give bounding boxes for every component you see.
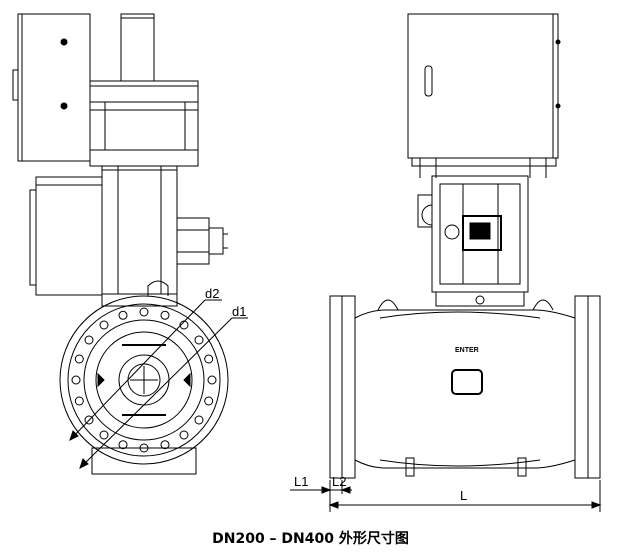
dim-label-L1: L1 xyxy=(294,474,308,489)
dim-label-L: L xyxy=(460,488,467,503)
bolt-hole xyxy=(179,430,189,440)
inspection-window xyxy=(451,369,483,395)
motor-block xyxy=(35,176,103,296)
bolt-hole xyxy=(204,396,214,406)
bolt-hole xyxy=(118,440,128,450)
positioner-device xyxy=(462,215,502,251)
valve-body xyxy=(354,309,576,469)
cabinet-bolt-top xyxy=(60,38,68,46)
cabinet-bolt-bottom xyxy=(60,102,68,110)
bolt-hole xyxy=(160,440,170,450)
valve-flange xyxy=(59,295,229,465)
brand-label: ENTER xyxy=(455,347,479,354)
bolt-hole xyxy=(71,375,81,385)
right-view xyxy=(290,13,602,512)
flange-bolt-holes xyxy=(71,307,217,453)
bolt-hole xyxy=(194,335,204,345)
top-pipe xyxy=(120,13,155,82)
bolt-hole xyxy=(84,335,94,345)
bolt-hole xyxy=(194,415,204,425)
right-actuator-cabinet xyxy=(407,13,559,159)
bolt-hole xyxy=(160,310,170,320)
dim-label-L2: L2 xyxy=(332,474,346,489)
lifting-lug xyxy=(147,280,169,296)
bolt-hole xyxy=(74,396,84,406)
bolt-hole xyxy=(84,415,94,425)
left-view xyxy=(12,13,248,475)
dim-label-d2: d2 xyxy=(205,286,219,301)
bolt-hole xyxy=(99,430,109,440)
valve-base xyxy=(91,447,197,475)
bolt-hole xyxy=(118,310,128,320)
figure-caption: DN200 – DN400 外形尺寸图 xyxy=(212,531,409,547)
bolt-hole xyxy=(139,443,149,453)
bolt-hole xyxy=(204,354,214,364)
bolt-hole xyxy=(179,320,189,330)
stem-column xyxy=(101,165,178,295)
bolt-hole xyxy=(99,320,109,330)
bolt-hole xyxy=(207,375,217,385)
dim-label-d1: d1 xyxy=(232,304,246,319)
gearbox-housing xyxy=(89,80,199,167)
bolt-hole xyxy=(139,307,149,317)
side-handwheel xyxy=(176,217,210,265)
bolt-hole xyxy=(74,354,84,364)
actuator-cabinet xyxy=(17,13,91,162)
